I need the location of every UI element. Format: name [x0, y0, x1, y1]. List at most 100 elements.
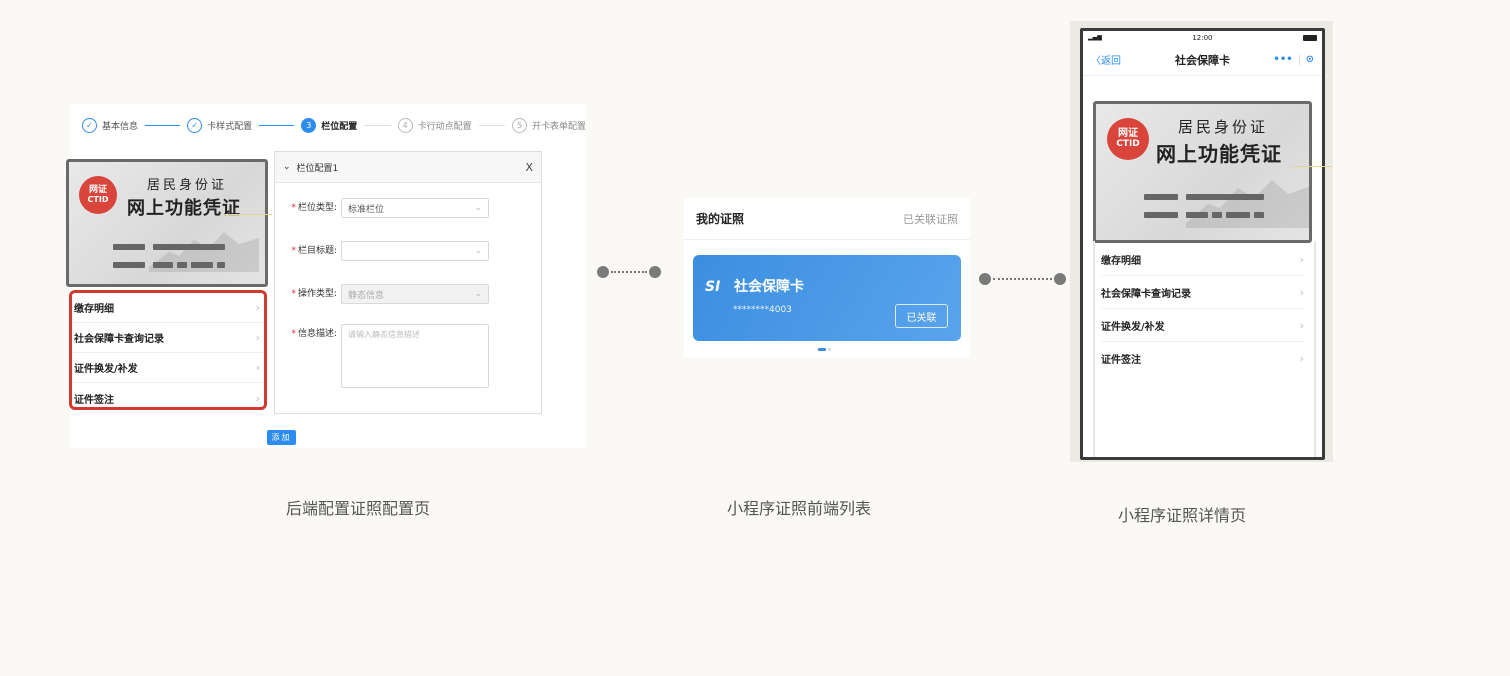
carousel-indicator: [818, 348, 831, 351]
ss-card-item[interactable]: SI 社会保障卡 ********4003 已关联: [693, 255, 961, 341]
chevron-right-icon: ›: [1299, 252, 1304, 266]
list-title: 我的证照: [696, 212, 745, 226]
step-connector: [364, 124, 391, 126]
step-label: 卡行动点配置: [417, 121, 472, 132]
card-name: 社会保障卡: [734, 279, 804, 295]
list-header: 我的证照 已关联证照: [684, 198, 970, 240]
linked-button[interactable]: 已关联: [895, 304, 948, 328]
chevron-down-icon: ⌄: [474, 203, 482, 213]
detail-menu-list: 缴存明细› 社会保障卡查询记录› 证件换发/补发› 证件签注›: [1101, 243, 1304, 375]
step-label: 基本信息: [102, 121, 139, 132]
menu-item-endorsement[interactable]: 证件签注›: [74, 391, 260, 406]
linked-certs-link[interactable]: 已关联证照: [903, 212, 958, 226]
step-label: 栏位配置: [321, 121, 358, 132]
great-wall-watermark: [149, 232, 259, 272]
chevron-right-icon: ›: [1299, 318, 1304, 332]
caption-admin: 后端配置证照配置页: [286, 499, 431, 518]
menu-item-deposit-detail[interactable]: 缴存明细›: [72, 293, 264, 323]
info-desc-row: *信息描述: 请输入静态信息描述: [275, 324, 489, 388]
card-info-bar: [1254, 212, 1264, 218]
card-title-line1: 居民身份证: [1178, 118, 1269, 136]
card-info-bar: [1226, 212, 1250, 218]
front-list-panel: 我的证照 已关联证照 SI 社会保障卡 ********4003 已关联: [684, 198, 970, 358]
caption-phone: 小程序证照详情页: [1118, 506, 1247, 525]
chevron-right-icon: ›: [1299, 285, 1304, 299]
chevron-right-icon: ›: [255, 361, 260, 374]
card-info-bar: [1144, 194, 1178, 200]
menu-item-endorsement[interactable]: 证件签注›: [1101, 352, 1304, 366]
more-icon[interactable]: •••: [1273, 54, 1293, 65]
card-info-bar: [191, 262, 213, 268]
caption-list: 小程序证照前端列表: [727, 499, 872, 518]
card-info-bar: [153, 244, 225, 250]
step-label: 卡样式配置: [207, 121, 253, 132]
social-security-icon: SI: [705, 279, 721, 295]
menu-item-renew-replace[interactable]: 证件换发/补发›: [1101, 309, 1304, 342]
menu-item-ss-card-query[interactable]: 社会保障卡查询记录›: [72, 323, 264, 353]
column-title-select[interactable]: ⌄: [341, 241, 489, 261]
leader-line: [222, 214, 272, 215]
battery-icon: [1303, 34, 1317, 41]
card-info-bar: [113, 262, 145, 268]
operation-type-select: 静态信息⌄: [341, 284, 489, 304]
step-open-form[interactable]: 5 开卡表单配置: [512, 117, 587, 133]
card-info-bar: [153, 262, 173, 268]
card-title-line1: 居民身份证: [147, 178, 228, 193]
nav-bar: 〈返回 社会保障卡 ••• ⊙: [1083, 44, 1322, 76]
menu-item-deposit-detail[interactable]: 缴存明细›: [1101, 243, 1304, 276]
flow-connector: [597, 266, 661, 278]
card-info-bar: [217, 262, 225, 268]
card-info-bar: [1144, 212, 1178, 218]
admin-config-panel: ✓ 基本信息 ✓ 卡样式配置 3 栏位配置 4 卡行动点配置 5 开卡表单配置 …: [66, 104, 586, 448]
status-time: 12:00: [1192, 33, 1213, 42]
config-header[interactable]: ⌄ 栏位配置1 X: [275, 152, 541, 183]
chevron-right-icon: ›: [255, 331, 260, 344]
card-info-bar: [1212, 212, 1222, 218]
signal-icon: ▂▄▆: [1088, 34, 1102, 41]
card-title-line2: 网上功能凭证: [127, 198, 241, 219]
step-number: 3: [301, 117, 317, 133]
step-card-actions[interactable]: 4 卡行动点配置: [397, 117, 472, 133]
step-card-style[interactable]: ✓ 卡样式配置: [187, 117, 253, 133]
back-button[interactable]: 〈返回: [1091, 56, 1121, 67]
ctid-seal-icon: 网证 CTID: [1107, 118, 1149, 160]
step-number: 4: [397, 117, 413, 133]
card-info-bar: [1186, 194, 1264, 200]
field-type-select[interactable]: 标准栏位⌄: [341, 198, 489, 218]
card-number: ********4003: [733, 305, 792, 315]
step-label: 开卡表单配置: [532, 121, 587, 132]
steps-bar: ✓ 基本信息 ✓ 卡样式配置 3 栏位配置 4 卡行动点配置 5 开卡表单配置: [82, 116, 586, 134]
info-desc-textarea[interactable]: 请输入静态信息描述: [341, 324, 489, 388]
step-field-config[interactable]: 3 栏位配置: [301, 117, 358, 133]
field-type-row: *栏位类型: 标准栏位⌄: [275, 198, 489, 218]
add-button[interactable]: 添加: [267, 430, 296, 445]
column-title-row: *栏目标题: ⌄: [275, 241, 489, 261]
card-title-line2: 网上功能凭证: [1156, 142, 1282, 166]
operation-type-row: *操作类型: 静态信息⌄: [275, 284, 489, 304]
chevron-right-icon: ›: [1299, 352, 1304, 365]
leader-line: [1292, 166, 1332, 167]
card-info-bar: [1186, 212, 1208, 218]
step-basic-info[interactable]: ✓ 基本信息: [82, 117, 139, 133]
step-connector: [145, 124, 181, 126]
ctid-seal-icon: 网证 CTID: [79, 176, 117, 214]
phone-frame: ▂▄▆ 12:00 〈返回 社会保障卡 ••• ⊙ 网证 CTID 居民身份证 …: [1080, 28, 1325, 460]
menu-item-renew-replace[interactable]: 证件换发/补发›: [72, 353, 264, 383]
step-connector: [478, 124, 505, 126]
chevron-down-icon: ⌄: [474, 246, 482, 256]
chevron-down-icon[interactable]: ⌄: [283, 162, 291, 172]
status-bar: ▂▄▆ 12:00: [1083, 31, 1322, 44]
close-icon[interactable]: X: [525, 160, 533, 174]
chevron-right-icon: ›: [255, 391, 260, 405]
menu-item-ss-card-query[interactable]: 社会保障卡查询记录›: [1101, 276, 1304, 309]
card-info-bar: [177, 262, 187, 268]
refresh-icon[interactable]: ⊙: [1305, 54, 1314, 65]
card-info-bar: [113, 244, 145, 250]
check-icon: ✓: [187, 117, 203, 133]
config-title: 栏位配置1: [296, 163, 339, 174]
field-config-form: ⌄ 栏位配置1 X *栏位类型: 标准栏位⌄ *栏目标题: ⌄ *操作类型: 静…: [274, 151, 542, 414]
flow-connector: [979, 273, 1066, 285]
step-number: 5: [512, 117, 527, 133]
id-card-preview: 网证 CTID 居民身份证 网上功能凭证: [1093, 101, 1312, 243]
step-connector: [259, 124, 295, 126]
